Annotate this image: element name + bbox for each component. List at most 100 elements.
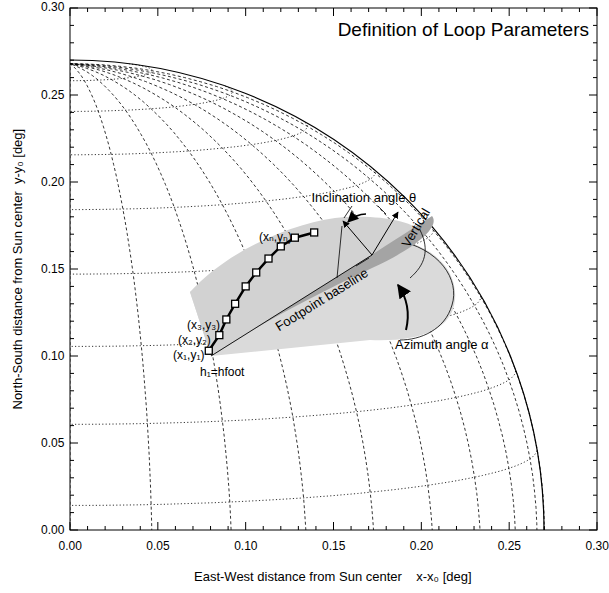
- loop-trace: [205, 229, 317, 354]
- tick-mark: [403, 526, 404, 530]
- tick-mark: [593, 408, 597, 409]
- tick-mark: [245, 8, 246, 16]
- tick-mark: [70, 425, 74, 426]
- tick-mark: [105, 526, 106, 530]
- tick-mark: [70, 42, 74, 43]
- tick-mark: [589, 269, 597, 270]
- tick-mark: [593, 129, 597, 130]
- annotation: Azimuth angle α: [395, 338, 489, 352]
- solar-grid: [70, 64, 544, 530]
- tick-mark: [593, 234, 597, 235]
- longitude-line: [70, 64, 537, 530]
- tick-label: 0.15: [41, 263, 64, 276]
- tick-mark: [70, 216, 74, 217]
- tick-mark: [421, 522, 422, 530]
- tick-mark: [593, 338, 597, 339]
- tick-mark: [70, 303, 74, 304]
- tick-mark: [263, 8, 264, 12]
- point-label: (x₃,y₃): [187, 319, 220, 332]
- tick-mark: [70, 321, 74, 322]
- tick-mark: [280, 526, 281, 530]
- tick-mark: [70, 112, 74, 113]
- tick-mark: [561, 526, 562, 530]
- tick-mark: [456, 526, 457, 530]
- leader-line: [356, 258, 369, 266]
- loop-point: [242, 283, 249, 290]
- tick-mark: [589, 182, 597, 183]
- tick-mark: [561, 8, 562, 12]
- tick-mark: [579, 8, 580, 12]
- tick-label: 0.20: [410, 540, 433, 553]
- tick-mark: [70, 60, 74, 61]
- loop-point: [205, 347, 212, 354]
- tick-mark: [593, 495, 597, 496]
- tick-mark: [593, 460, 597, 461]
- tick-mark: [70, 408, 74, 409]
- tick-mark: [597, 8, 598, 16]
- tick-mark: [157, 8, 158, 16]
- tick-mark: [593, 512, 597, 513]
- tick-mark: [70, 512, 74, 513]
- tick-mark: [70, 356, 78, 357]
- tick-mark: [315, 8, 316, 12]
- tick-mark: [438, 526, 439, 530]
- tick-mark: [70, 234, 74, 235]
- loop-line: [209, 233, 314, 351]
- solar-limb: [70, 60, 544, 530]
- tick-mark: [456, 8, 457, 12]
- loop-point: [277, 243, 284, 250]
- tick-label: 0.00: [59, 540, 82, 553]
- tick-mark: [70, 95, 78, 96]
- tick-label: 0.30: [586, 540, 609, 553]
- tick-mark: [593, 147, 597, 148]
- tick-mark: [228, 8, 229, 12]
- tick-label: 0.25: [41, 89, 64, 102]
- tick-mark: [474, 526, 475, 530]
- tick-mark: [70, 129, 74, 130]
- longitude-line: [70, 64, 516, 530]
- tick-mark: [509, 8, 510, 16]
- axis-ticks: [70, 8, 597, 530]
- tick-mark: [70, 373, 74, 374]
- tick-mark: [263, 526, 264, 530]
- tick-mark: [210, 8, 211, 12]
- tick-mark: [70, 338, 74, 339]
- tick-mark: [70, 530, 78, 531]
- tick-mark: [593, 303, 597, 304]
- tick-mark: [192, 8, 193, 12]
- leader-line: [378, 206, 386, 214]
- tick-mark: [70, 8, 71, 16]
- tick-mark: [105, 8, 106, 12]
- tick-mark: [438, 8, 439, 12]
- tick-mark: [386, 8, 387, 12]
- tick-mark: [491, 526, 492, 530]
- annotation: Inclination angle θ: [312, 191, 417, 205]
- tick-mark: [368, 8, 369, 12]
- longitude-line: [70, 64, 481, 530]
- tick-mark: [245, 522, 246, 530]
- tick-mark: [70, 477, 74, 478]
- loop-point: [223, 316, 230, 323]
- tick-mark: [526, 526, 527, 530]
- tick-label: 0.20: [41, 176, 64, 189]
- tick-mark: [593, 373, 597, 374]
- tick-mark: [70, 286, 74, 287]
- tick-mark: [593, 42, 597, 43]
- tick-mark: [210, 526, 211, 530]
- tick-mark: [87, 8, 88, 12]
- tick-mark: [593, 477, 597, 478]
- point-label: (x₁,y₁): [173, 349, 204, 362]
- loop-point: [311, 229, 318, 236]
- tick-mark: [421, 8, 422, 16]
- tick-label: 0.25: [498, 540, 521, 553]
- azimuth-arrow: [398, 285, 408, 330]
- tick-mark: [593, 251, 597, 252]
- tick-mark: [298, 8, 299, 12]
- tick-mark: [70, 251, 74, 252]
- tick-mark: [351, 8, 352, 12]
- point-label: (x₂,y₂): [178, 334, 211, 347]
- tick-label: 0.10: [234, 540, 257, 553]
- tick-mark: [122, 8, 123, 12]
- tick-mark: [175, 8, 176, 12]
